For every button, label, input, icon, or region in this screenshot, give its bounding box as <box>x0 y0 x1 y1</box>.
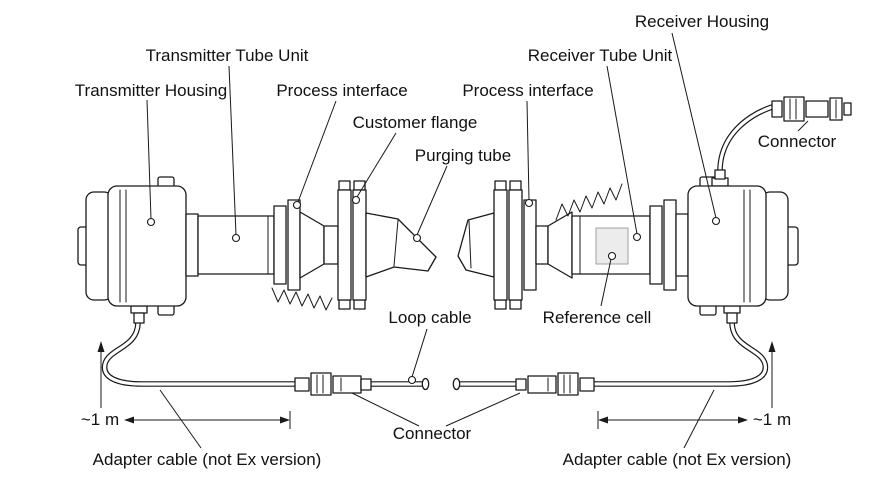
label-connector-bottom: Connector <box>392 424 472 443</box>
label-adapter-cable-left: Adapter cable (not Ex version) <box>92 450 322 469</box>
label-dimension-left: ~1 m <box>80 410 120 429</box>
label-process-interface-left: Process interface <box>276 81 408 100</box>
loop-cable-left-drawing <box>101 319 430 391</box>
customer-flange-drawing <box>337 180 367 310</box>
process-interface-right-drawing <box>523 199 573 291</box>
transmitter-tube-drawing <box>185 205 287 285</box>
label-transmitter-housing: Transmitter Housing <box>74 81 228 100</box>
label-receiver-housing: Receiver Housing <box>634 12 770 31</box>
customer-flange-right-drawing <box>493 180 523 310</box>
label-dimension-right: ~1 m <box>752 410 792 429</box>
label-reference-cell: Reference cell <box>542 308 652 327</box>
label-transmitter-tube-unit: Transmitter Tube Unit <box>145 46 309 65</box>
label-process-interface-right: Process interface <box>462 81 594 100</box>
cable-connector-right-drawing <box>515 372 595 396</box>
label-loop-cable: Loop cable <box>388 308 472 327</box>
receiver-tube-drawing <box>571 199 677 291</box>
label-adapter-cable-right: Adapter cable (not Ex version) <box>562 450 792 469</box>
connector-top-drawing <box>771 96 852 122</box>
dimension-left <box>97 341 291 429</box>
label-connector-top: Connector <box>757 132 837 151</box>
spring-left-drawing <box>271 287 333 311</box>
cable-connector-left-drawing <box>294 372 372 396</box>
loop-cable-right-drawing <box>452 319 769 391</box>
label-purging-tube: Purging tube <box>414 146 512 165</box>
purging-tube-drawing <box>365 212 437 278</box>
process-interface-left-drawing <box>287 199 339 291</box>
transmitter-housing-drawing <box>77 176 187 324</box>
label-customer-flange: Customer flange <box>352 113 478 132</box>
dimension-right <box>597 341 776 429</box>
receiver-housing-drawing <box>675 169 799 324</box>
label-receiver-tube-unit: Receiver Tube Unit <box>527 46 673 65</box>
spring-right-drawing <box>555 183 623 221</box>
purging-tube-right-drawing <box>457 212 495 278</box>
receiver-cable-drawing <box>717 103 779 174</box>
leader-lines <box>146 32 809 449</box>
